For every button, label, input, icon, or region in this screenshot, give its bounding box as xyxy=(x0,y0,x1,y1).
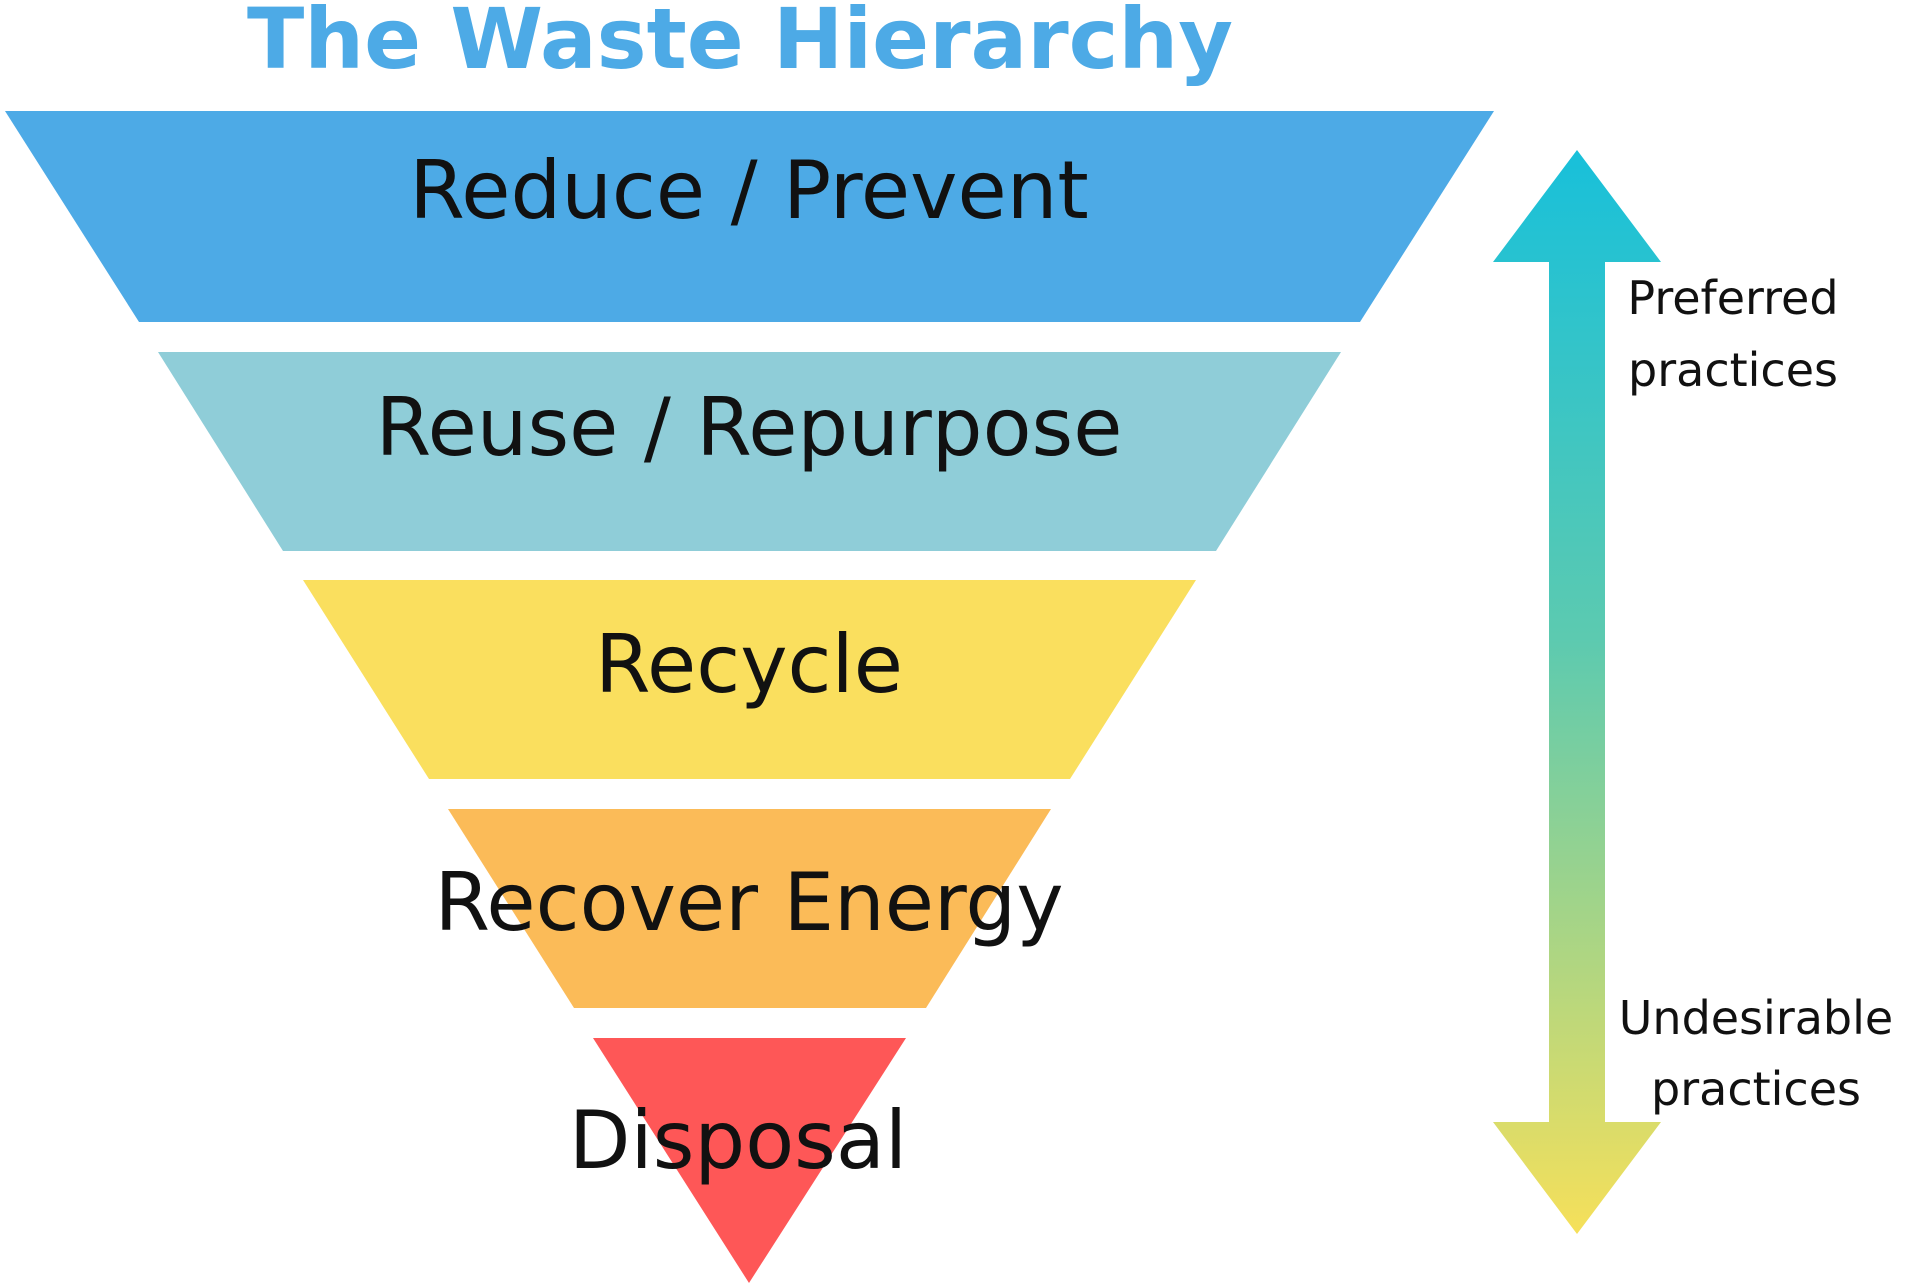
tier-recover-energy-label: Recover Energy xyxy=(434,856,1063,949)
tier-disposal-label: Disposal xyxy=(569,1094,907,1187)
undesirable-label-line2: practices xyxy=(1651,1062,1861,1116)
undesirable-label-line1: Undesirable xyxy=(1619,991,1893,1045)
preferred-label-line1: Preferred xyxy=(1627,271,1838,325)
tier-reuse-repurpose-label: Reuse / Repurpose xyxy=(376,381,1123,474)
diagram-title: The Waste Hierarchy xyxy=(247,0,1233,88)
preference-double-arrow xyxy=(1493,150,1661,1234)
tier-reduce-prevent-shape xyxy=(5,111,1494,322)
tier-disposal-shape xyxy=(593,1038,906,1283)
tier-recover-energy-shape xyxy=(448,809,1051,1008)
tier-reuse-repurpose-shape xyxy=(158,352,1341,551)
tier-recycle-shape xyxy=(303,580,1196,779)
tier-reduce-prevent-label: Reduce / Prevent xyxy=(409,144,1089,237)
tier-recycle-label: Recycle xyxy=(595,618,903,711)
preferred-label-line2: practices xyxy=(1628,343,1838,397)
